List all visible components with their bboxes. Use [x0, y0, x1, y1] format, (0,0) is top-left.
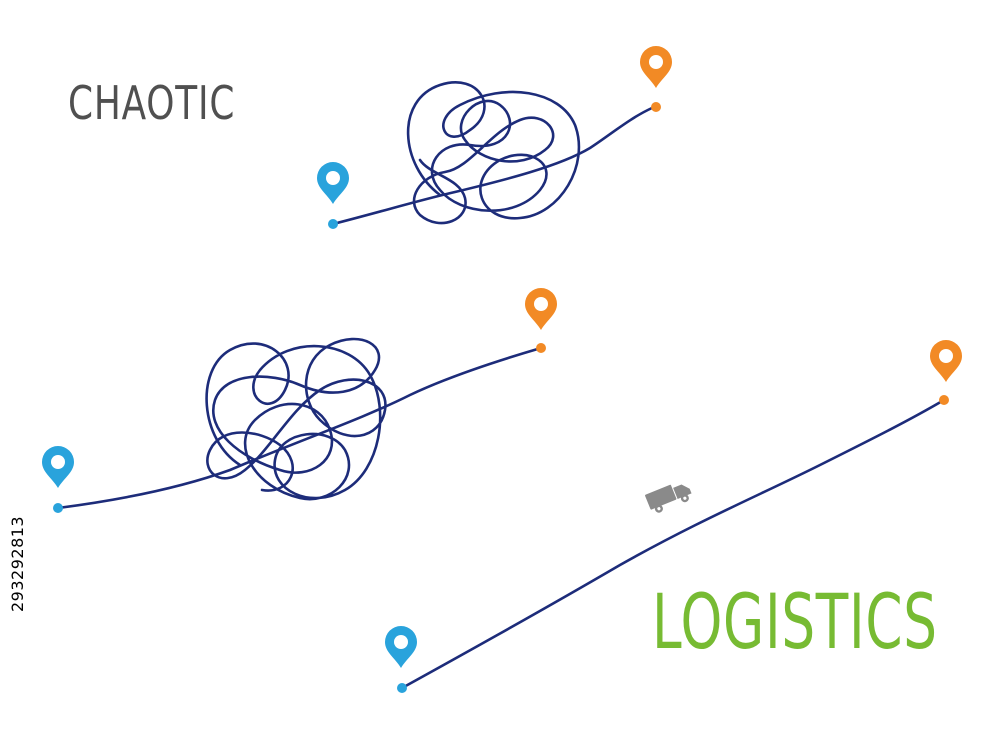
logistics-label: LOGISTICS	[652, 577, 938, 666]
truck-icon	[645, 484, 692, 513]
map-pin-icon	[317, 162, 349, 204]
map-pin-icon	[42, 446, 74, 488]
map-pin-icon	[385, 626, 417, 668]
route-chaotic-small	[317, 46, 672, 229]
tangled-path	[331, 106, 654, 226]
start-dot	[53, 503, 63, 513]
smooth-path	[400, 398, 946, 690]
start-dot	[328, 219, 338, 229]
stock-id-text: 293292813	[8, 515, 27, 612]
tangle-knot	[205, 337, 387, 501]
end-dot	[536, 343, 546, 353]
tangled-path	[56, 346, 543, 510]
route-logistics	[385, 340, 962, 693]
map-pin-icon	[930, 340, 962, 382]
tangle-knot	[406, 81, 581, 225]
end-dot	[939, 395, 949, 405]
map-pin-icon	[640, 46, 672, 88]
end-dot	[651, 102, 661, 112]
chaotic-label: CHAOTIC	[68, 76, 236, 130]
start-dot	[397, 683, 407, 693]
map-pin-icon	[525, 288, 557, 330]
route-chaotic-large	[42, 288, 557, 513]
